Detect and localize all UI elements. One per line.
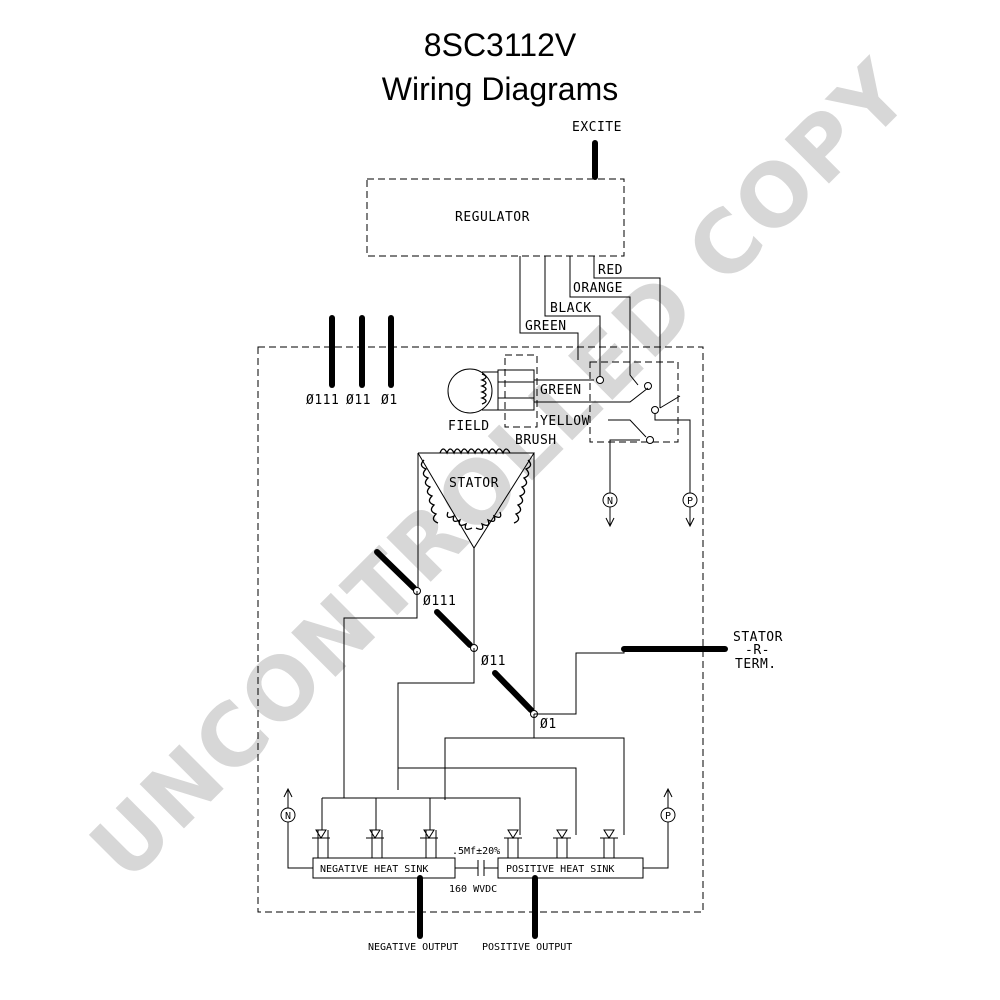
positive-heat-sink-label: POSITIVE HEAT SINK xyxy=(506,864,614,875)
phase-tap-bars xyxy=(374,549,538,718)
wire-label-green-upper: GREEN xyxy=(525,319,567,334)
negative-output-label: NEGATIVE OUTPUT xyxy=(368,942,458,953)
stator-r-label-3: TERM. xyxy=(735,657,777,672)
stator-winding xyxy=(417,448,535,549)
brush-label: BRUSH xyxy=(515,433,557,448)
title-model: 8SC3112V xyxy=(424,27,577,63)
field-label: FIELD xyxy=(448,419,490,434)
phase-label-mid-1: Ø1 xyxy=(540,717,557,732)
wire-label-green-lower: GREEN xyxy=(540,383,582,398)
regulator-box xyxy=(366,178,625,257)
capacitor-voltage-label: 160 WVDC xyxy=(449,884,497,895)
capacitor-label: .5Mf±20% xyxy=(452,846,500,857)
terminal-board xyxy=(589,361,691,495)
p-label-left: P xyxy=(665,811,671,822)
right-n-terminal xyxy=(602,492,618,528)
phase-terminals-top xyxy=(329,315,394,388)
phase-label-top-11: Ø11 xyxy=(346,393,371,408)
wire-label-orange: ORANGE xyxy=(573,281,623,296)
watermark: UNCONTROLLED COPY xyxy=(72,42,930,900)
positive-output-label: POSITIVE OUTPUT xyxy=(482,942,572,953)
stator-label: STATOR xyxy=(449,476,499,491)
left-p-terminal xyxy=(643,787,676,869)
n-label-right: N xyxy=(607,496,613,507)
positive-diodes xyxy=(504,829,618,858)
alternator-enclosure xyxy=(257,346,704,913)
capacitor xyxy=(455,860,498,876)
stator-r-label-2: -R- xyxy=(745,643,770,658)
brush-assembly xyxy=(497,354,615,428)
left-n-terminal xyxy=(280,787,313,869)
excite-label: EXCITE xyxy=(572,120,622,135)
right-p-terminal xyxy=(682,492,698,528)
wire-label-yellow: YELLOW xyxy=(540,414,590,429)
title-wiring-diagrams: Wiring Diagrams xyxy=(382,71,618,107)
phase-label-top-1: Ø1 xyxy=(381,393,398,408)
negative-diodes xyxy=(312,829,438,858)
p-label-right: P xyxy=(687,496,693,507)
negative-heat-sink-label: NEGATIVE HEAT SINK xyxy=(320,864,428,875)
n-label-left: N xyxy=(285,811,291,822)
regulator-label: REGULATOR xyxy=(455,210,530,225)
rectifier-wiring xyxy=(321,591,625,835)
stator-r-label-1: STATOR xyxy=(733,630,783,645)
field-coil-symbol xyxy=(447,368,498,414)
wire-label-red: RED xyxy=(598,263,623,278)
phase-leads xyxy=(417,453,535,714)
wire-label-black: BLACK xyxy=(550,301,592,316)
phase-label-mid-111: Ø111 xyxy=(423,594,456,609)
phase-label-top-111: Ø111 xyxy=(306,393,339,408)
phase-label-mid-11: Ø11 xyxy=(481,654,506,669)
